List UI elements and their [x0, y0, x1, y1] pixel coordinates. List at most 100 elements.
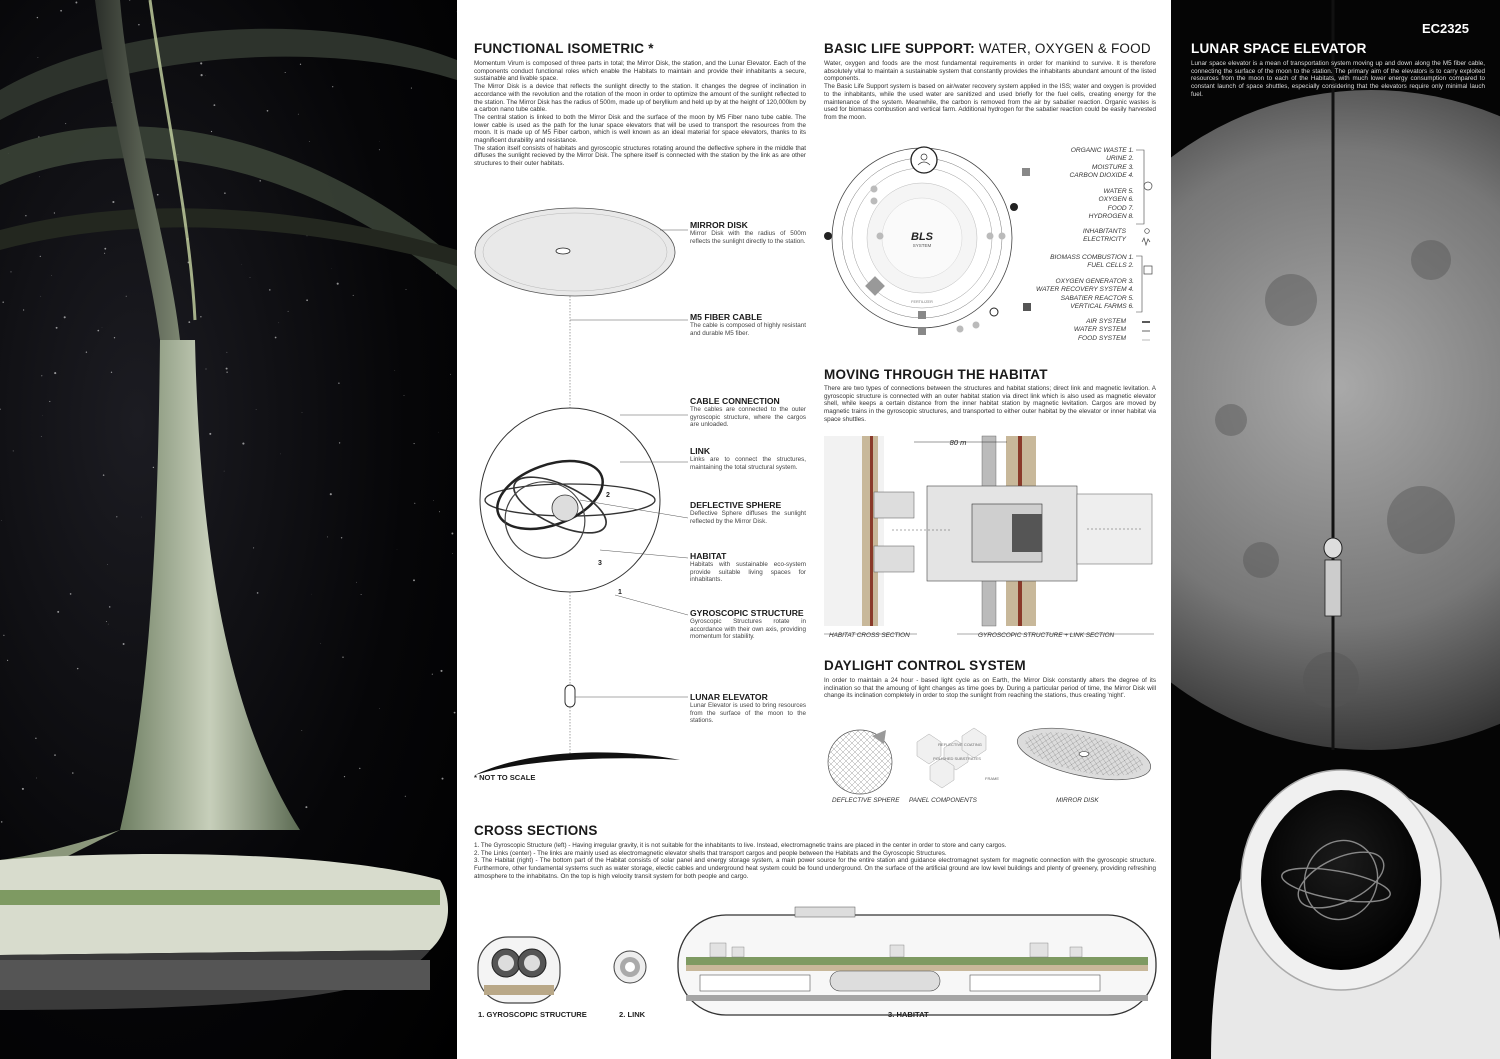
component-lunar-elevator: LUNAR ELEVATOR Lunar Elevator is used to… [690, 692, 806, 725]
star [54, 754, 56, 756]
panel-label-1: REFLECTIVE COATING [938, 742, 982, 747]
star [40, 295, 42, 297]
star [104, 247, 107, 250]
legend-item: FUEL CELLS 2. [1087, 262, 1134, 270]
star [85, 351, 88, 353]
star [441, 777, 444, 780]
star [225, 367, 228, 370]
mirror-disk-shape [474, 207, 676, 297]
star [156, 193, 159, 196]
station-illustration [0, 0, 457, 1010]
star [256, 592, 259, 594]
bls-center-sub: SYSTEM [913, 243, 932, 248]
star [343, 776, 346, 778]
star [35, 777, 37, 779]
star [116, 516, 118, 518]
star [413, 443, 415, 445]
star [110, 371, 113, 373]
not-to-scale-note: * NOT TO SCALE [474, 773, 536, 782]
functional-para-4: The station itself consists of habitats … [474, 144, 806, 168]
bls-legend-energy: BIOMASS COMBUSTION 1. FUEL CELLS 2. [1030, 254, 1134, 271]
star [306, 235, 308, 237]
legend-item: WATER SYSTEM [1073, 326, 1126, 334]
legend-item: FOOD 7. [1107, 204, 1134, 212]
dimension-label: 80 m [950, 438, 967, 447]
diagram-number-2: 2 [606, 492, 610, 499]
star [35, 737, 37, 740]
panel-components [916, 727, 987, 789]
caption-gyroscopic-section: GYROSCOPIC STRUCTURE + LINK SECTION [978, 632, 1115, 639]
legend-item: ELECTRICITY [1083, 236, 1126, 244]
bls-legend-inputs: INHABITANTS ELECTRICITY [1030, 228, 1126, 245]
bls-para-2: The Basic Life Support system is based o… [824, 83, 1156, 121]
legend-item: MOISTURE 3. [1091, 163, 1134, 171]
star [359, 767, 361, 770]
star [39, 255, 41, 257]
moon-illustration [1171, 0, 1500, 1059]
star [205, 368, 207, 370]
bls-legend-resources: WATER 5. OXYGEN 6. FOOD 7. HYDROGEN 8. [1030, 188, 1134, 221]
star [0, 408, 1, 410]
star [53, 212, 56, 214]
star [405, 288, 407, 290]
bls-center-label: BLS [911, 231, 934, 243]
star [41, 375, 43, 377]
component-gyroscopic: GYROSCOPIC STRUCTURE Gyroscopic Structur… [690, 608, 806, 641]
component-mirror-disk: MIRROR DISK Mirror Disk with the radius … [690, 220, 806, 245]
star [152, 466, 155, 469]
panel-label-3: FRAME [985, 776, 999, 781]
cross-title: CROSS SECTIONS [474, 823, 598, 838]
star [410, 87, 412, 89]
star [451, 532, 454, 535]
station-render [0, 0, 457, 1059]
legend-item: BIOMASS COMBUSTION 1. [1050, 254, 1134, 261]
isometric-diagram: 2 3 1 [474, 207, 689, 775]
legend-item: URINE 2. [1106, 155, 1134, 163]
daylight-text: In order to maintain a 24 hour - based l… [824, 677, 1156, 700]
component-habitat: HABITAT Habitats with sustainable eco-sy… [690, 551, 806, 584]
bls-title: BASIC LIFE SUPPORT: WATER, OXYGEN & FOOD [824, 41, 1151, 56]
star [413, 579, 415, 582]
star [69, 593, 72, 595]
star [224, 192, 226, 194]
component-desc: Mirror Disk with the radius of 500m refl… [690, 230, 806, 245]
component-title: LINK [690, 446, 711, 456]
star [209, 432, 212, 435]
cross-para-2: 2. The Links (center) - The links are ma… [474, 849, 947, 857]
star [112, 200, 115, 204]
component-deflective-sphere: DEFLECTIVE SPHERE Deflective Sphere diff… [690, 500, 806, 525]
diagram-number-1: 1 [618, 589, 622, 596]
daylight-title: DAYLIGHT CONTROL SYSTEM [824, 658, 1026, 673]
component-title: CABLE CONNECTION [690, 396, 780, 406]
caption-deflective-sphere: DEFLECTIVE SPHERE [832, 797, 900, 804]
component-desc: The cables are connected to the outer gy… [690, 406, 806, 429]
bls-legend-systems: OXYGEN GENERATOR 3. WATER RECOVERY SYSTE… [1030, 278, 1134, 311]
deflective-sphere-shape [551, 494, 579, 522]
component-fiber-cable: M5 FIBER CABLE The cable is composed of … [690, 312, 806, 337]
component-title: GYROSCOPIC STRUCTURE [690, 608, 804, 618]
star [305, 806, 308, 809]
star [113, 337, 116, 339]
star [22, 309, 25, 311]
star [37, 57, 39, 58]
star [102, 474, 105, 476]
functional-para-2: The Mirror Disk is a device that reflect… [474, 83, 806, 114]
star [403, 394, 405, 396]
label-gyroscopic: 1. GYROSCOPIC STRUCTURE [478, 1010, 587, 1019]
label-link: 2. LINK [619, 1010, 646, 1019]
elevator-pod [1324, 559, 1342, 617]
component-title: MIRROR DISK [690, 220, 748, 230]
component-desc: Links are to connect the structures, mai… [690, 456, 806, 471]
star [338, 442, 341, 444]
star [255, 408, 257, 410]
star [433, 499, 434, 501]
star [57, 610, 60, 613]
star [301, 730, 303, 731]
star [25, 215, 27, 217]
cross-sections-diagram [477, 906, 1157, 1016]
star [297, 113, 299, 115]
star [108, 606, 111, 608]
star [306, 299, 308, 302]
star [39, 176, 40, 178]
star [54, 372, 57, 375]
